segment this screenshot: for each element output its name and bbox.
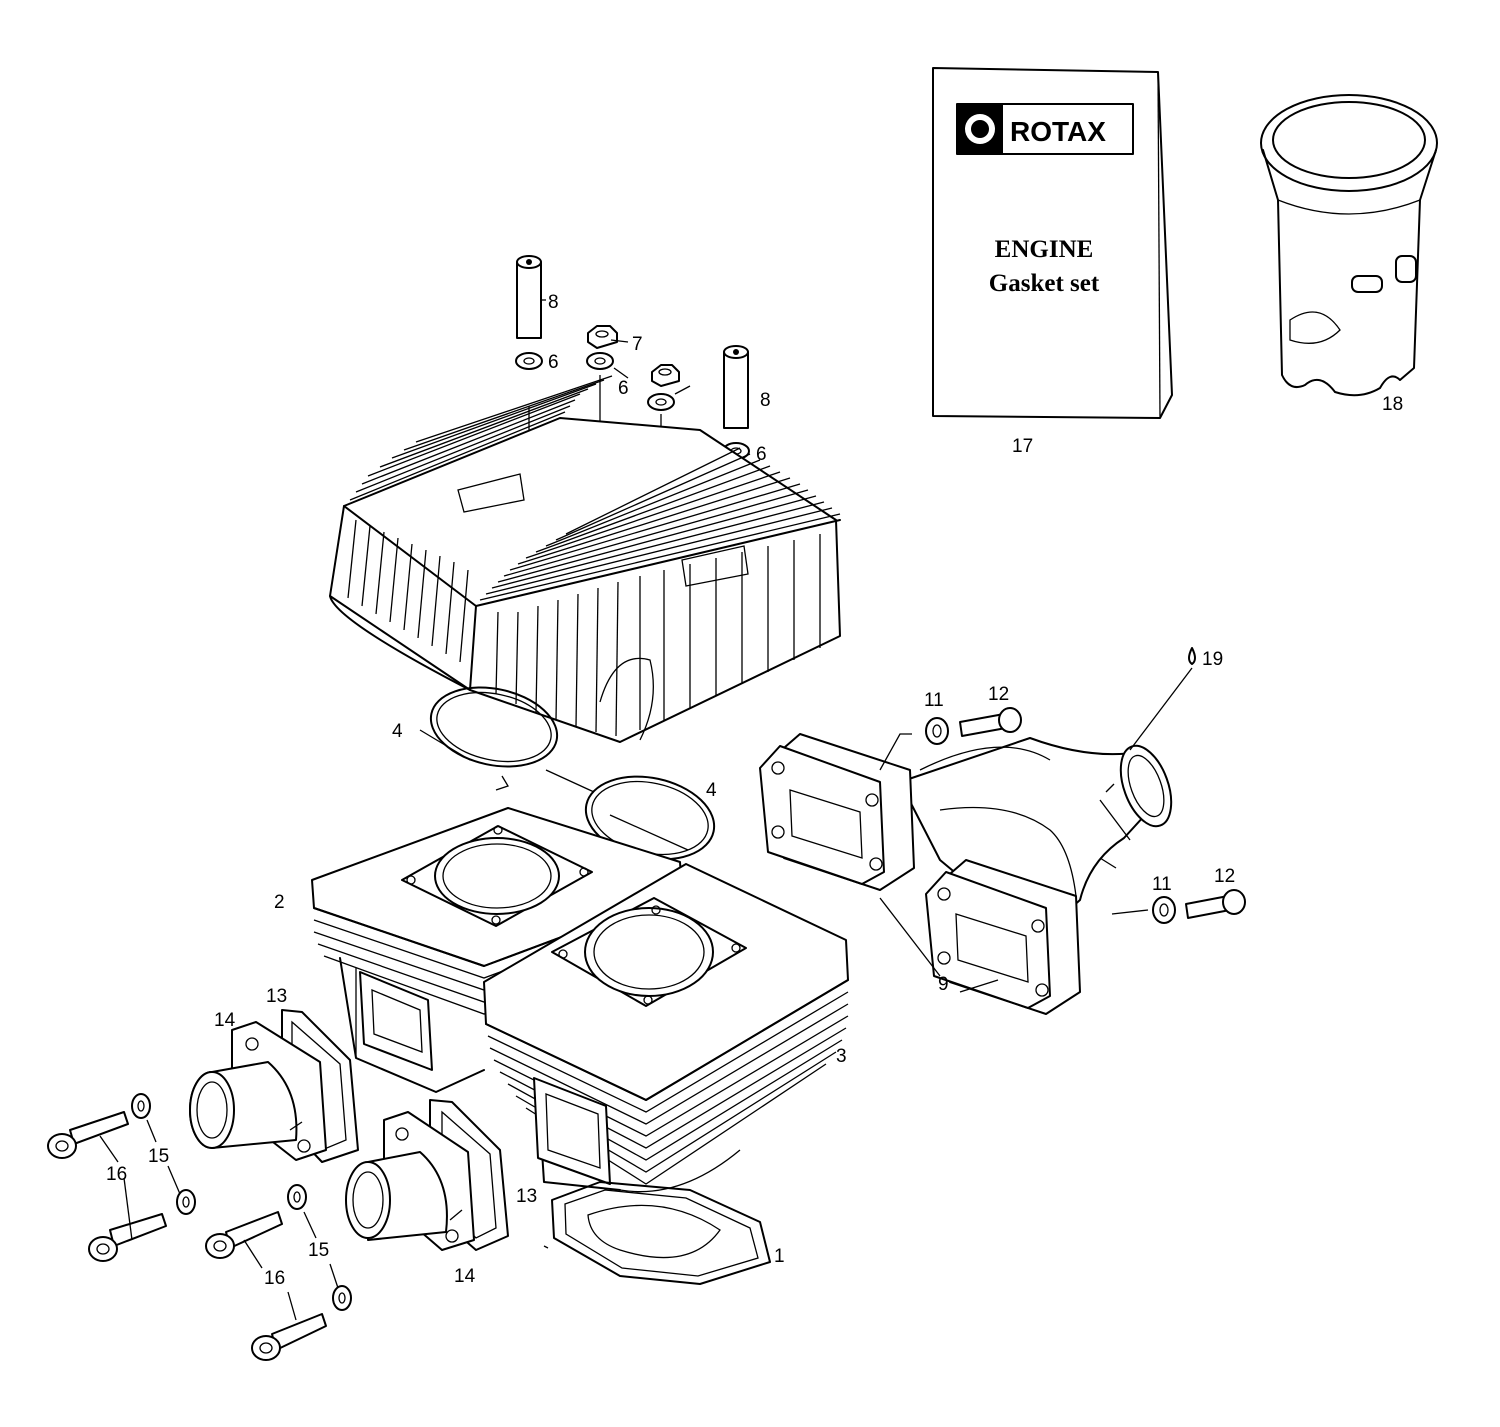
- callout-11a: 11: [924, 690, 944, 711]
- exhaust-fasteners: [925, 647, 1246, 924]
- callout-labels: 1 2 3 4 4 6 6 6 7 8 8 9 11 11 12 12 13 1…: [106, 292, 1403, 1289]
- callout-12b: 12: [1214, 866, 1235, 887]
- callout-14b: 14: [454, 1266, 476, 1287]
- washer-15b: [176, 1189, 196, 1215]
- intake-flange-front: [345, 1099, 509, 1251]
- cylinder-front: [483, 863, 849, 1193]
- callout-1: 1: [774, 1246, 785, 1267]
- callout-4b: 4: [706, 780, 717, 801]
- cylinder-liner: [1260, 94, 1438, 397]
- callout-19: 19: [1202, 649, 1223, 670]
- washer-15d: [332, 1285, 352, 1311]
- callout-15a: 15: [148, 1146, 169, 1167]
- callout-9: 9: [938, 974, 949, 995]
- base-gasket: [543, 1181, 771, 1285]
- head-hardware: [515, 255, 750, 572]
- callout-17: 17: [1012, 436, 1033, 457]
- spacer-sleeve-left: [516, 255, 542, 339]
- callout-6b: 6: [618, 378, 629, 399]
- screw-16c: [205, 1211, 283, 1259]
- callout-14a: 14: [214, 1010, 236, 1031]
- callout-18: 18: [1382, 394, 1403, 415]
- intake-fasteners: [47, 1093, 352, 1361]
- booklet-title-line1: ENGINE: [995, 236, 1094, 263]
- washer-6-nut: [647, 393, 675, 411]
- rotax-brand-text: ROTAX: [1010, 116, 1106, 147]
- washer-6-mid: [586, 352, 614, 370]
- washer-15a: [131, 1093, 151, 1119]
- screw-12b: [1185, 889, 1246, 919]
- hex-nut-7a: [587, 325, 618, 349]
- o-ring-left: [429, 686, 559, 768]
- washer-15c: [287, 1184, 307, 1210]
- washer-11a: [925, 717, 949, 745]
- callout-8b: 8: [760, 390, 771, 411]
- callout-13a: 13: [266, 986, 287, 1007]
- callout-4a: 4: [392, 721, 403, 742]
- washer-6-left: [515, 352, 543, 370]
- hex-nut-7b: [651, 364, 680, 387]
- spacer-sleeve-right: [723, 345, 749, 429]
- exhaust-gaskets: [759, 733, 1081, 1015]
- callout-12a: 12: [988, 684, 1009, 705]
- sealant-drop-icon: [1188, 647, 1196, 665]
- callout-13b: 13: [516, 1186, 537, 1207]
- callout-16a: 16: [106, 1164, 127, 1185]
- screw-12a: [959, 707, 1022, 737]
- callout-3: 3: [836, 1046, 847, 1067]
- callout-6c: 6: [756, 444, 767, 465]
- callout-2: 2: [274, 892, 285, 913]
- intake-flange-rear: [189, 1009, 359, 1163]
- gasket-set-booklet: ROTAX ENGINE Gasket set: [932, 67, 1173, 419]
- callout-7: 7: [632, 334, 643, 355]
- callout-16b: 16: [264, 1268, 285, 1289]
- callout-8a: 8: [548, 292, 559, 313]
- screw-16b: [88, 1213, 167, 1262]
- washer-11b: [1152, 896, 1176, 924]
- screw-16a: [47, 1111, 129, 1159]
- callout-11b: 11: [1152, 874, 1172, 895]
- screw-16d: [251, 1313, 327, 1361]
- callout-6a: 6: [548, 352, 559, 373]
- callout-15b: 15: [308, 1240, 329, 1261]
- booklet-title-line2: Gasket set: [989, 270, 1100, 297]
- cylinder-head: [329, 375, 841, 743]
